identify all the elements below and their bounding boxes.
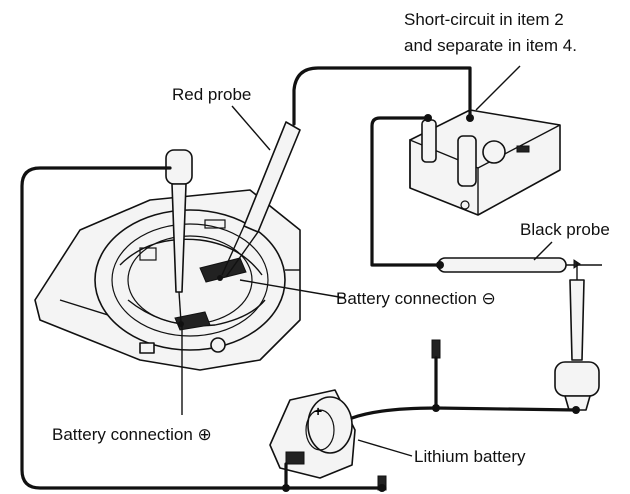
red-probe [217,121,301,281]
watch-movement [34,189,301,371]
lithium-battery-label: Lithium battery [414,447,526,466]
positive-probe [165,149,193,327]
lithium-battery-fixture: + [269,339,441,491]
test-fixture [409,109,561,216]
leader-lines [181,65,553,457]
battery-connection-plus-label: Battery connection ⊕ [52,425,212,444]
short-circuit-label-line2: and separate in item 4. [404,36,577,55]
red-probe-label: Red probe [172,85,251,104]
black-probe-label: Black probe [520,220,610,239]
ground-probe [554,262,600,414]
battery-connection-minus-label: Battery connection ⊖ [336,289,496,308]
svg-text:+: + [314,403,322,419]
short-circuit-label-line1: Short-circuit in item 2 [404,10,564,29]
wires [20,66,578,492]
